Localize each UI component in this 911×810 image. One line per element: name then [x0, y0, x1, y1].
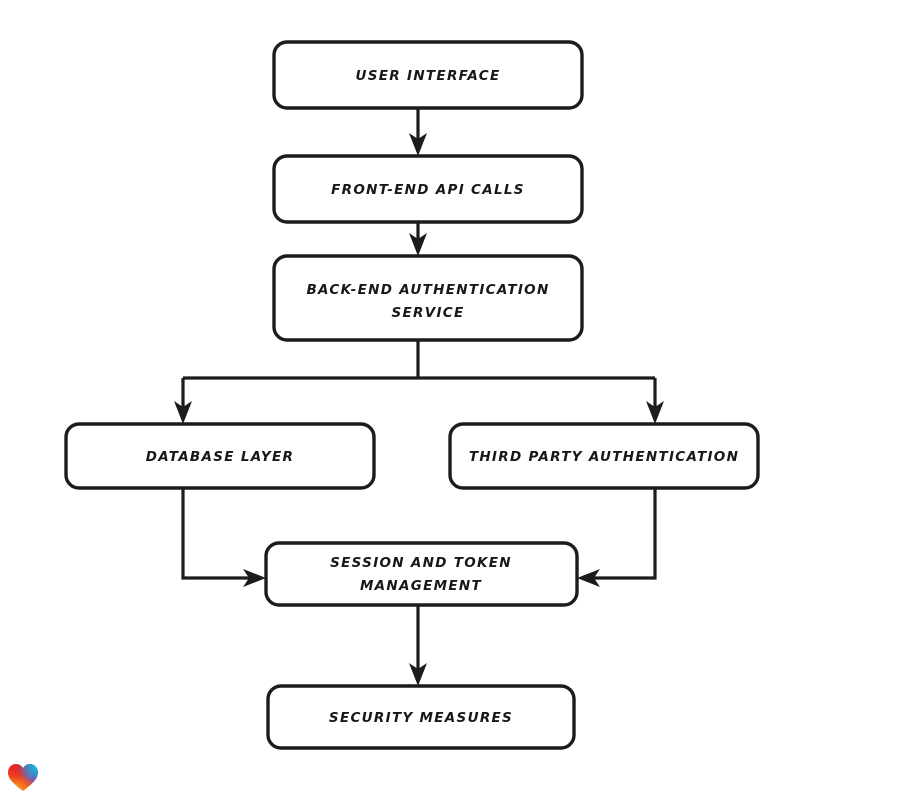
arrow-head-down — [646, 401, 664, 424]
node-layer: USER INTERFACE FRONT-END API CALLS BACK-… — [64, 40, 760, 750]
arrow-head-down — [174, 401, 192, 424]
edge-backend-to-thirdparty — [646, 378, 664, 424]
node-front-end-api-calls[interactable]: FRONT-END API CALLS — [272, 154, 584, 224]
node-label-session-and-token-management-line1: SESSION AND TOKEN — [330, 555, 512, 571]
node-user-interface[interactable]: USER INTERFACE — [272, 40, 584, 110]
edge-thirdparty-to-session — [577, 488, 657, 587]
arrow-head-right — [243, 569, 266, 587]
node-database-layer[interactable]: DATABASE LAYER — [64, 422, 376, 490]
edge-api-to-backend — [409, 222, 427, 256]
node-security-measures[interactable]: SECURITY MEASURES — [266, 684, 576, 750]
heart-icon-fill — [8, 764, 38, 791]
node-label-security-measures: SECURITY MEASURES — [329, 710, 513, 726]
arrow-head-down — [409, 663, 427, 686]
arrow-head-down — [409, 233, 427, 256]
node-session-and-token-management[interactable]: SESSION AND TOKEN MANAGEMENT — [264, 541, 579, 607]
edge-backend-branch-bus — [183, 340, 655, 380]
heart-icon — [8, 764, 38, 791]
edge-layer — [174, 108, 664, 686]
edge-database-to-session — [181, 488, 266, 587]
edge-backend-to-database — [174, 378, 192, 424]
node-third-party-authentication[interactable]: THIRD PARTY AUTHENTICATION — [448, 422, 760, 490]
arrow-head-left — [577, 569, 600, 587]
node-shape[interactable] — [272, 40, 584, 110]
arrow-head-down — [409, 133, 427, 156]
node-label-user-interface: USER INTERFACE — [356, 68, 501, 84]
node-shape[interactable] — [266, 684, 576, 750]
edge-session-to-security — [409, 605, 427, 686]
node-label-third-party-authentication: THIRD PARTY AUTHENTICATION — [469, 449, 739, 465]
node-label-front-end-api-calls: FRONT-END API CALLS — [331, 182, 525, 198]
node-shape[interactable] — [448, 422, 760, 490]
node-shape[interactable] — [272, 254, 584, 342]
node-shape[interactable] — [264, 541, 579, 607]
edge-ui-to-api — [409, 108, 427, 156]
node-back-end-authentication-service[interactable]: BACK-END AUTHENTICATION SERVICE — [272, 254, 584, 342]
edge-line — [181, 488, 252, 580]
node-label-database-layer: DATABASE LAYER — [146, 449, 294, 465]
node-label-session-and-token-management-line2: MANAGEMENT — [360, 578, 483, 594]
node-shape[interactable] — [64, 422, 376, 490]
node-label-back-end-authentication-service-line2: SERVICE — [391, 305, 464, 321]
node-shape[interactable] — [272, 154, 584, 224]
edge-line — [591, 488, 657, 580]
node-label-back-end-authentication-service-line1: BACK-END AUTHENTICATION — [306, 282, 549, 298]
